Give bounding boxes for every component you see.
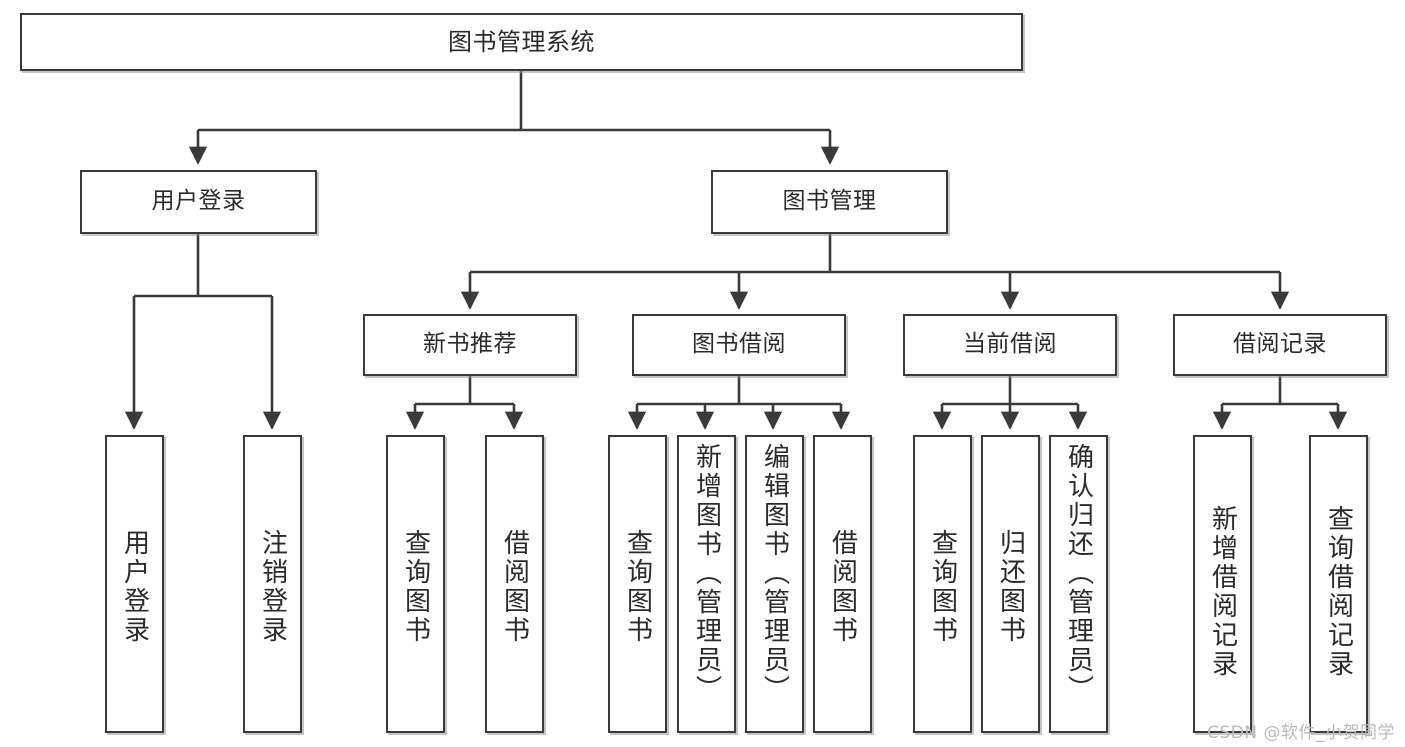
node-root[interactable]: 图书管理系统: [20, 13, 1023, 71]
node-leaf-add-book[interactable]: 新增图书（管理员）: [677, 435, 736, 733]
node-leaf-edit-book[interactable]: 编辑图书（管理员）: [745, 435, 804, 733]
node-leaf-user-login[interactable]: 用户登录: [105, 435, 164, 733]
node-leaf-query-record-label: 查询借阅记录: [1323, 505, 1354, 679]
node-book-borrow[interactable]: 图书借阅: [632, 314, 846, 376]
node-leaf-query-book-2[interactable]: 查询图书: [608, 435, 667, 733]
node-leaf-borrow-book-2-label: 借阅图书: [827, 529, 858, 645]
node-leaf-borrow-book-1[interactable]: 借阅图书: [485, 435, 544, 733]
node-leaf-confirm-return[interactable]: 确认归还（管理员）: [1049, 435, 1108, 733]
node-leaf-query-record[interactable]: 查询借阅记录: [1309, 435, 1368, 733]
node-borrow-record-label: 借阅记录: [1233, 331, 1327, 358]
node-borrow-record[interactable]: 借阅记录: [1173, 314, 1387, 376]
node-leaf-query-book-3-label: 查询图书: [927, 529, 958, 645]
node-leaf-borrow-book-1-label: 借阅图书: [499, 529, 530, 645]
node-leaf-query-book-2-label: 查询图书: [622, 529, 653, 645]
node-leaf-query-book-1-label: 查询图书: [400, 529, 431, 645]
node-leaf-return-book[interactable]: 归还图书: [981, 435, 1040, 733]
node-new-book-recommend[interactable]: 新书推荐: [363, 314, 577, 376]
node-leaf-add-record[interactable]: 新增借阅记录: [1193, 435, 1252, 733]
node-current-borrow[interactable]: 当前借阅: [903, 314, 1117, 376]
node-leaf-user-login-label: 用户登录: [119, 529, 150, 645]
node-leaf-add-book-label: 新增图书（管理员）: [691, 443, 722, 704]
node-leaf-query-book-3[interactable]: 查询图书: [913, 435, 972, 733]
node-current-borrow-label: 当前借阅: [963, 331, 1057, 358]
node-leaf-confirm-return-label: 确认归还（管理员）: [1063, 443, 1094, 704]
node-user-login[interactable]: 用户登录: [80, 170, 317, 234]
node-new-book-recommend-label: 新书推荐: [423, 331, 517, 358]
node-book-management-label: 图书管理: [782, 188, 877, 215]
node-book-borrow-label: 图书借阅: [692, 331, 786, 358]
csdn-watermark: CSDN @软件_小贺同学: [1207, 723, 1395, 743]
node-leaf-return-book-label: 归还图书: [995, 529, 1026, 645]
node-leaf-edit-book-label: 编辑图书（管理员）: [759, 443, 790, 704]
node-root-label: 图书管理系统: [448, 27, 595, 56]
node-leaf-user-logout-label: 注销登录: [257, 529, 288, 645]
node-leaf-query-book-1[interactable]: 查询图书: [386, 435, 445, 733]
node-leaf-user-logout[interactable]: 注销登录: [243, 435, 302, 733]
node-book-management[interactable]: 图书管理: [711, 170, 948, 234]
node-leaf-borrow-book-2[interactable]: 借阅图书: [813, 435, 872, 733]
node-leaf-add-record-label: 新增借阅记录: [1207, 505, 1238, 679]
node-user-login-label: 用户登录: [151, 188, 246, 215]
